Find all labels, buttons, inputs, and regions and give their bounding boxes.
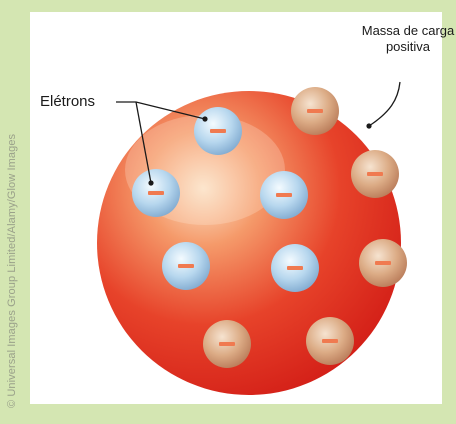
electron	[291, 87, 339, 135]
electrons-leader-dot	[148, 180, 154, 186]
electrons-label: Elétrons	[40, 93, 96, 110]
positive-mass-label-line1: Massa de carga	[361, 23, 455, 38]
electron	[203, 320, 251, 368]
electron	[271, 244, 319, 292]
electron	[162, 242, 210, 290]
electron	[194, 107, 242, 155]
positive-mass-label: Massa de carga positiva	[338, 23, 456, 55]
electron	[132, 169, 180, 217]
positive-mass-label-line2: positiva	[385, 39, 431, 54]
electrons-leader-dot	[202, 116, 208, 122]
electron	[351, 150, 399, 198]
electron	[260, 171, 308, 219]
mass-leader-line	[368, 81, 401, 127]
electrons-leader-line	[135, 101, 152, 184]
mass-leader-dot	[366, 123, 372, 129]
electron	[306, 317, 354, 365]
electron	[359, 239, 407, 287]
